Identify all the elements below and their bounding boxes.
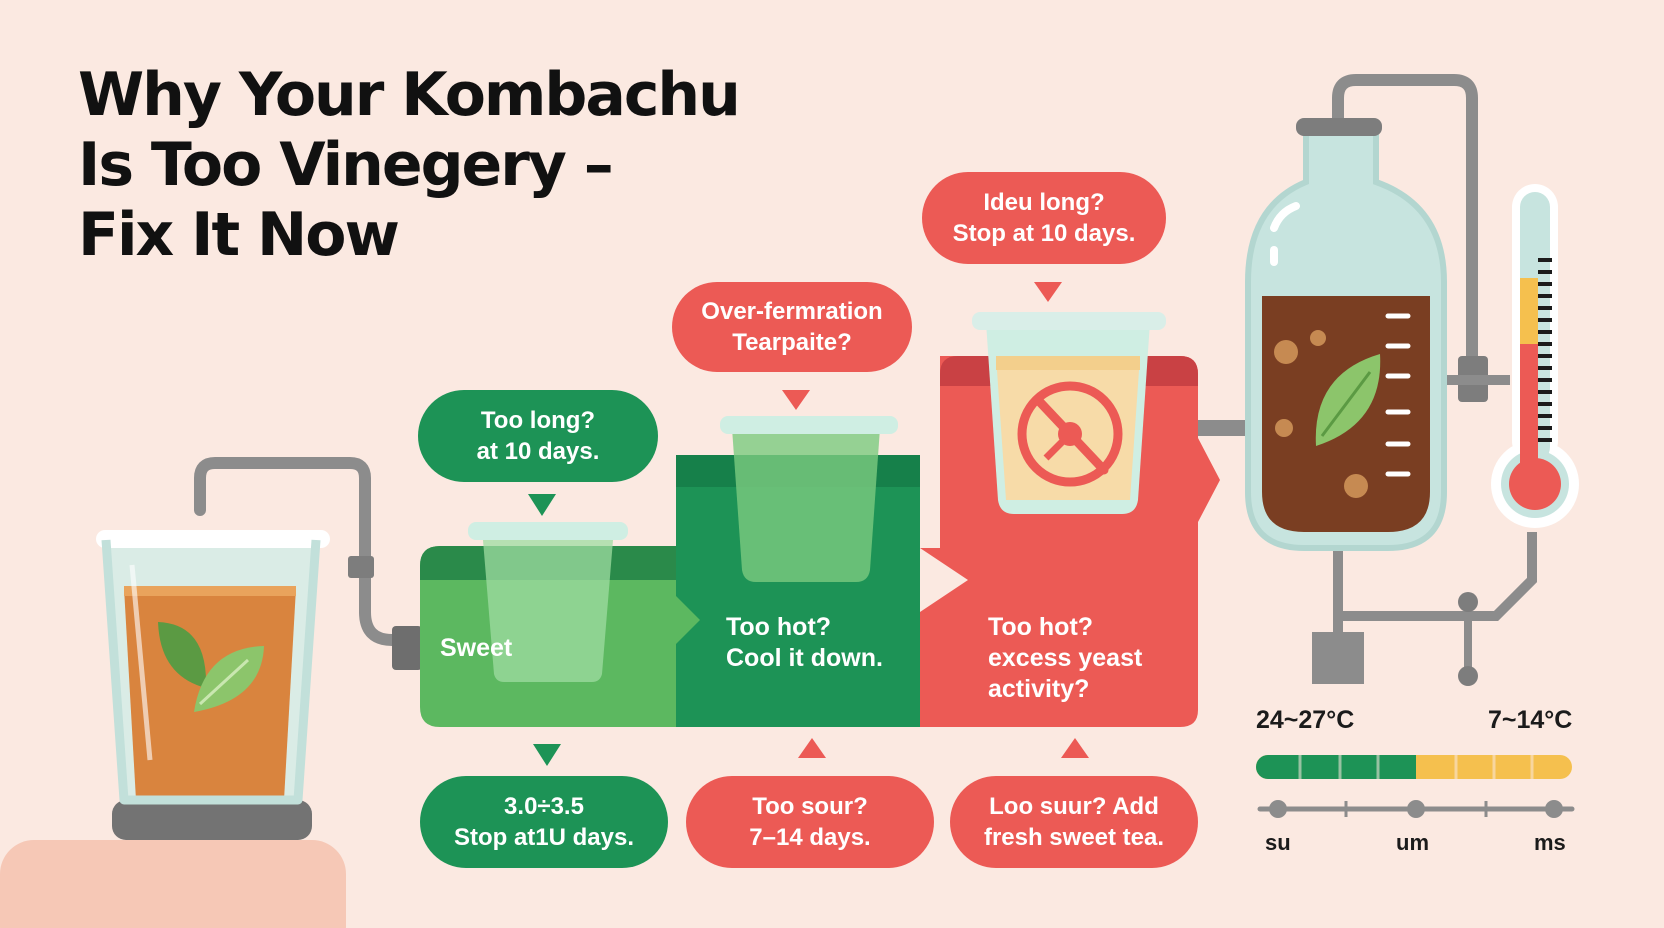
callout-stop-at-10-days: Ideu long? Stop at 10 days. [922,172,1166,264]
callout-line: Stop at 10 days. [952,220,1136,247]
callout-line: 3.0÷3.5 [504,793,584,820]
fermentation-jar-icon [1245,74,1537,686]
triangle-arrow-icon [528,494,556,516]
callout-line: Too long? [480,407,596,434]
panel-sweet-label: Sweet [440,633,512,664]
callout-too-sour: Too sour? 7–14 days. [686,776,934,868]
panel-line: excess yeast [988,644,1143,672]
tea-glass-icon [96,457,422,840]
panel-line: Cool it down. [726,644,883,672]
scale-right-temp: 7~14°C [1488,706,1573,734]
callout-line: Loo suur? Add [989,793,1159,820]
panel-too-hot-text: Too hot? Cool it down. [726,612,883,674]
callout-line: Stop at1U days. [453,824,635,851]
panel-line: Too hot? [726,613,832,641]
panel-line: activity? [988,675,1090,703]
callout-line: Tearpaite? [732,329,852,356]
callout-ph-range: 3.0÷3.5 Stop at1U days. [420,776,668,868]
scale-tick-label: su [1265,830,1291,855]
temperature-scale [1256,755,1575,818]
title-line: Why Your Kombachu [78,60,741,130]
scale-tick-label: um [1396,830,1429,855]
callout-line: Over-fermration [701,298,883,325]
scale-tick-label: ms [1534,830,1566,855]
title-line: Is Too Vinegery – [78,130,614,200]
thermometer-icon [1491,184,1579,528]
panel-yeast-text: Too hot? excess yeast activity? [988,612,1142,705]
callout-line: fresh sweet tea. [983,824,1165,851]
callout-line: at 10 days. [476,438,600,465]
cup-icon [720,416,898,582]
callout-line: 7–14 days. [749,824,871,851]
panel-line: Sweet [440,634,513,662]
triangle-arrow-icon [1034,282,1062,302]
panel-line: Too hot? [988,613,1094,641]
triangle-arrow-icon [798,738,826,758]
cup-icon [468,522,628,682]
corner-block [0,840,346,928]
scale-left-temp: 24~27°C [1256,706,1355,734]
triangle-arrow-icon [1061,738,1089,758]
callout-add-sweet-tea: Loo suur? Add fresh sweet tea. [950,776,1198,868]
title-line: Fix It Now [78,200,400,270]
callout-line: Ideu long? [983,189,1105,216]
no-entry-clock-icon [972,312,1166,514]
callout-line: Too sour? [752,793,868,820]
triangle-arrow-icon [533,744,561,766]
triangle-arrow-icon [782,390,810,410]
callout-over-fermentation: Over-fermration Tearpaite? [672,282,912,372]
page-title: Why Your Kombachu Is Too Vinegery – Fix … [78,60,741,270]
callout-too-long: Too long? at 10 days. [418,390,658,482]
